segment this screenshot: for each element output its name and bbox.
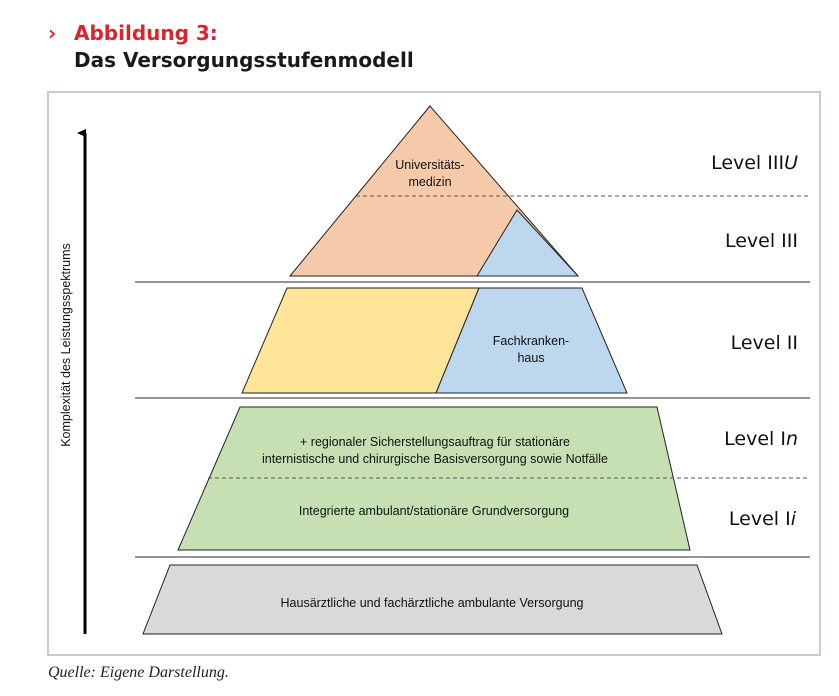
level-ii-label: Level II	[731, 332, 798, 354]
diagram-frame	[47, 91, 821, 656]
figure-label: Abbildung 3:	[74, 21, 218, 45]
universitaetsmedizin-label: medizin	[408, 175, 451, 189]
level-ii-small-label: Level Ii	[729, 508, 797, 530]
base-trapezoid	[142, 564, 723, 635]
universitaetsmedizin-label: Universitäts-	[395, 158, 464, 172]
level-in-description: internistische und chirurgische Basisver…	[262, 452, 608, 466]
base-description: Hausärztliche und fachärztliche ambulant…	[281, 596, 584, 610]
level-iii-label: Level III	[725, 230, 798, 252]
source-note: Quelle: Eigene Darstellung.	[48, 664, 229, 681]
fachkrankenhaus-label: Fachkranken-	[493, 334, 569, 348]
axis-label: Komplexität des Leistungsspektrums	[59, 243, 73, 447]
fachkrankenhaus-label: haus	[517, 351, 544, 365]
level-ii-description: Integrierte ambulant/stationäre Grundver…	[299, 504, 569, 518]
figure-title: Das Versorgungsstufenmodell	[74, 48, 414, 72]
level-in-description: + regionaler Sicherstellungsauftrag für …	[300, 435, 570, 449]
fachkrankenhaus-segment	[435, 287, 628, 394]
level-in-label: Level In	[724, 428, 798, 450]
level-iii-blue-segment	[476, 209, 580, 277]
level-iiiu-label: Level IIIU	[711, 152, 798, 174]
chevron-right-icon: ›	[48, 21, 57, 45]
